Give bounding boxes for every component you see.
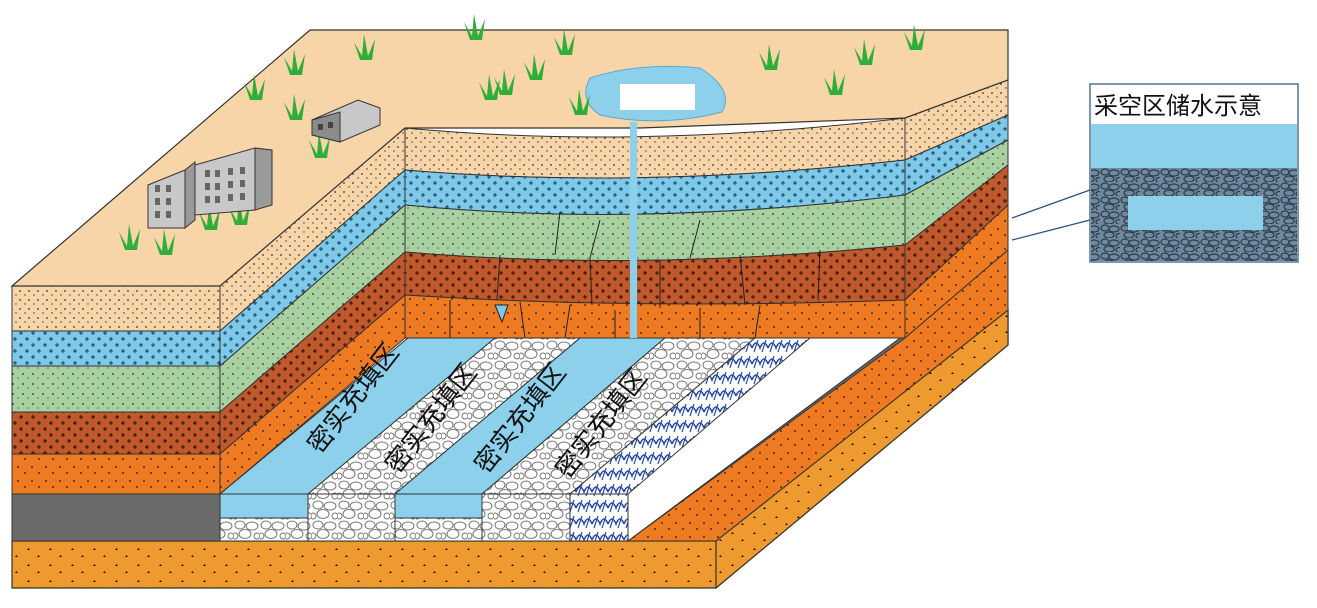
- grass-tuft: [759, 44, 780, 70]
- grass-tuft: [854, 39, 875, 65]
- grass-tuft: [569, 89, 590, 115]
- grass-tufts: [119, 14, 925, 255]
- grass-tuft: [284, 49, 305, 75]
- legend-title: 采空区储水示意: [1094, 92, 1262, 120]
- grass-tuft: [354, 34, 375, 60]
- water-pond: [585, 65, 726, 338]
- grass-tuft: [524, 54, 545, 80]
- grass-tuft: [199, 204, 220, 230]
- grass-tuft: [244, 74, 265, 100]
- grass-tuft: [824, 69, 845, 95]
- grass-tuft: [309, 132, 330, 158]
- fracture-lines: [449, 211, 821, 339]
- grass-tuft: [119, 224, 140, 250]
- goaf-zones: [218, 337, 812, 542]
- grass-tuft: [554, 29, 575, 55]
- back-strata: [404, 117, 906, 339]
- grass-tuft: [904, 24, 925, 50]
- building-cluster: [147, 99, 381, 230]
- grass-tuft: [229, 199, 250, 225]
- grass-tuft: [284, 94, 305, 120]
- legend-box: 采空区储水示意: [1011, 83, 1299, 263]
- grass-tuft: [464, 14, 485, 40]
- grass-tuft: [479, 74, 500, 100]
- grass-tuft: [494, 69, 515, 95]
- front-face-strata: [11, 285, 221, 495]
- right-side-strata: [626, 79, 1009, 542]
- grass-tuft: [154, 229, 175, 255]
